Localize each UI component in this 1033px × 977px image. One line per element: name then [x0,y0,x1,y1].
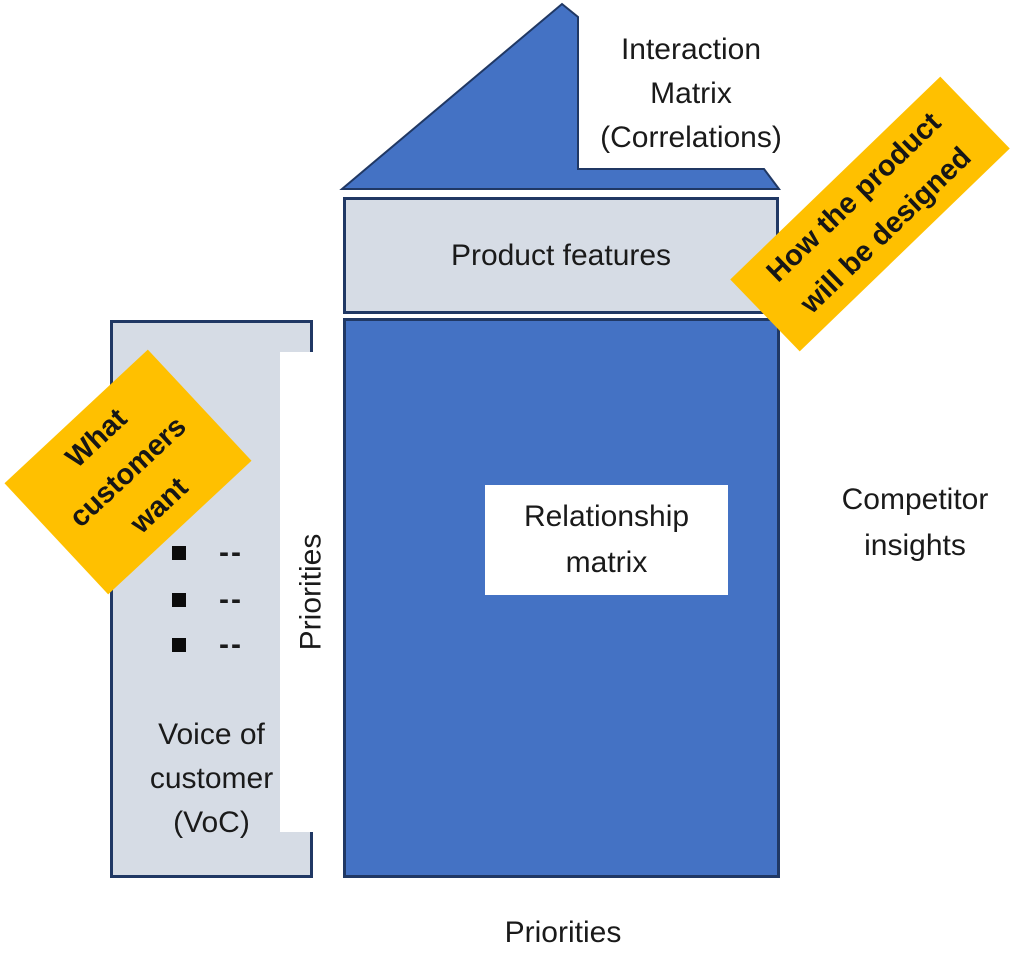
product-features-box: Product features [343,197,779,314]
priorities-strip: Priorities [280,352,342,832]
competitor-insights-label: Competitor insights [841,483,989,562]
roof-shape-svg [339,2,781,190]
voc-bullet-text: -- [219,583,243,616]
relationship-matrix-label: Relationship matrix [523,500,690,579]
voc-bullet-text: -- [219,628,243,661]
voc-bullet-item: -- [172,628,282,661]
relationship-matrix-label-box: Relationship matrix [485,485,728,595]
interaction-matrix-label: Interaction Matrix (Correlations) [600,33,782,154]
product-features-label: Product features [450,238,672,272]
priorities-bottom-label: Priorities [504,916,622,949]
relationship-matrix-box [343,318,780,878]
square-bullet-icon [172,593,186,607]
priorities-vertical-label: Priorities [294,533,328,651]
square-bullet-icon [172,638,186,652]
voice-of-customer-label: Voice of customer (VoC) [149,718,274,839]
interaction-matrix-roof-shape [339,2,781,190]
square-bullet-icon [172,546,186,560]
voc-bullet-text: -- [219,536,243,569]
voc-bullet-item: -- [172,536,282,569]
voc-bullet-item: -- [172,583,282,616]
